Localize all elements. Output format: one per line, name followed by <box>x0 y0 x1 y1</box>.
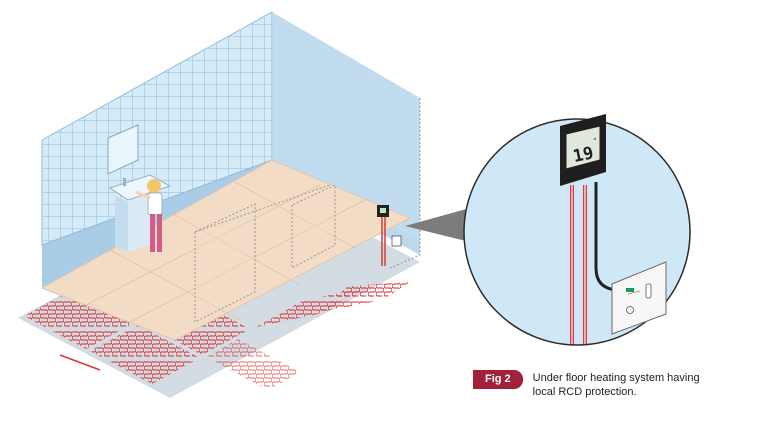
rcd-indicator-light <box>626 288 634 292</box>
thermostat-degree-symbol: ° <box>592 137 598 146</box>
thermostat-display: 19 <box>571 143 595 167</box>
figure-caption: Fig 2 Under floor heating system having … <box>473 370 723 399</box>
rcd-spur-zoomed <box>611 261 667 335</box>
mirror <box>107 124 139 175</box>
floor-tiles <box>40 159 412 341</box>
child-figure <box>135 179 163 252</box>
thermostat-zoomed: 19 ° <box>560 114 606 186</box>
figure-badge: Fig 2 <box>473 370 523 389</box>
dashed-outlines <box>194 98 421 323</box>
rcd-test-button <box>626 306 634 314</box>
caption-text: Under floor heating system having local … <box>532 372 700 398</box>
rcd-switch <box>645 283 652 299</box>
wall-thermostat <box>377 205 402 266</box>
callout-pointer <box>405 208 470 242</box>
